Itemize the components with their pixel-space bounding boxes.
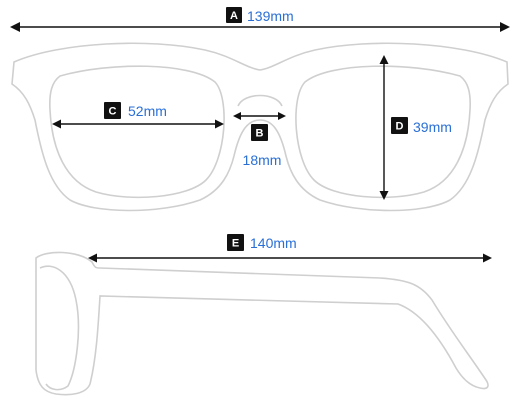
- label-lens-width: C 52mm: [104, 102, 167, 119]
- label-total-width: A 139mm: [226, 7, 294, 24]
- badge-e-letter: E: [232, 238, 239, 250]
- label-bridge-width: B 18mm: [243, 124, 282, 168]
- label-temple-length: E 140mm: [227, 234, 297, 251]
- badge-a: [226, 7, 242, 23]
- badge-b: [251, 124, 268, 141]
- frame-outline: [11, 42, 509, 212]
- left-lens-outline: [49, 65, 225, 199]
- right-lens-outline: [295, 65, 471, 199]
- badge-c: [104, 102, 121, 119]
- lens-width-value: 52mm: [128, 103, 167, 119]
- temple-arm-outline: [35, 251, 489, 396]
- bridge-width-value: 18mm: [243, 152, 282, 168]
- arrow-temple-length: [88, 253, 492, 263]
- badge-a-letter: A: [230, 10, 238, 22]
- temple-length-value: 140mm: [250, 235, 297, 251]
- arrow-lens-width: [52, 119, 224, 129]
- badge-d: [391, 117, 408, 134]
- badge-d-letter: D: [396, 121, 404, 133]
- arrow-bridge-width: [233, 112, 286, 120]
- total-width-value: 139mm: [247, 8, 294, 24]
- bridge-outline: [237, 94, 283, 107]
- badge-c-letter: C: [109, 106, 117, 118]
- glasses-side-view: [35, 251, 489, 396]
- badge-b-letter: B: [256, 128, 264, 140]
- glasses-front-view: [11, 42, 509, 212]
- temple-hinge-outline: [39, 265, 80, 391]
- arrow-lens-height: [379, 55, 389, 200]
- arrow-total-width: [10, 22, 510, 32]
- badge-e: [227, 234, 244, 251]
- lens-height-value: 39mm: [413, 119, 452, 135]
- label-lens-height: D 39mm: [391, 117, 452, 135]
